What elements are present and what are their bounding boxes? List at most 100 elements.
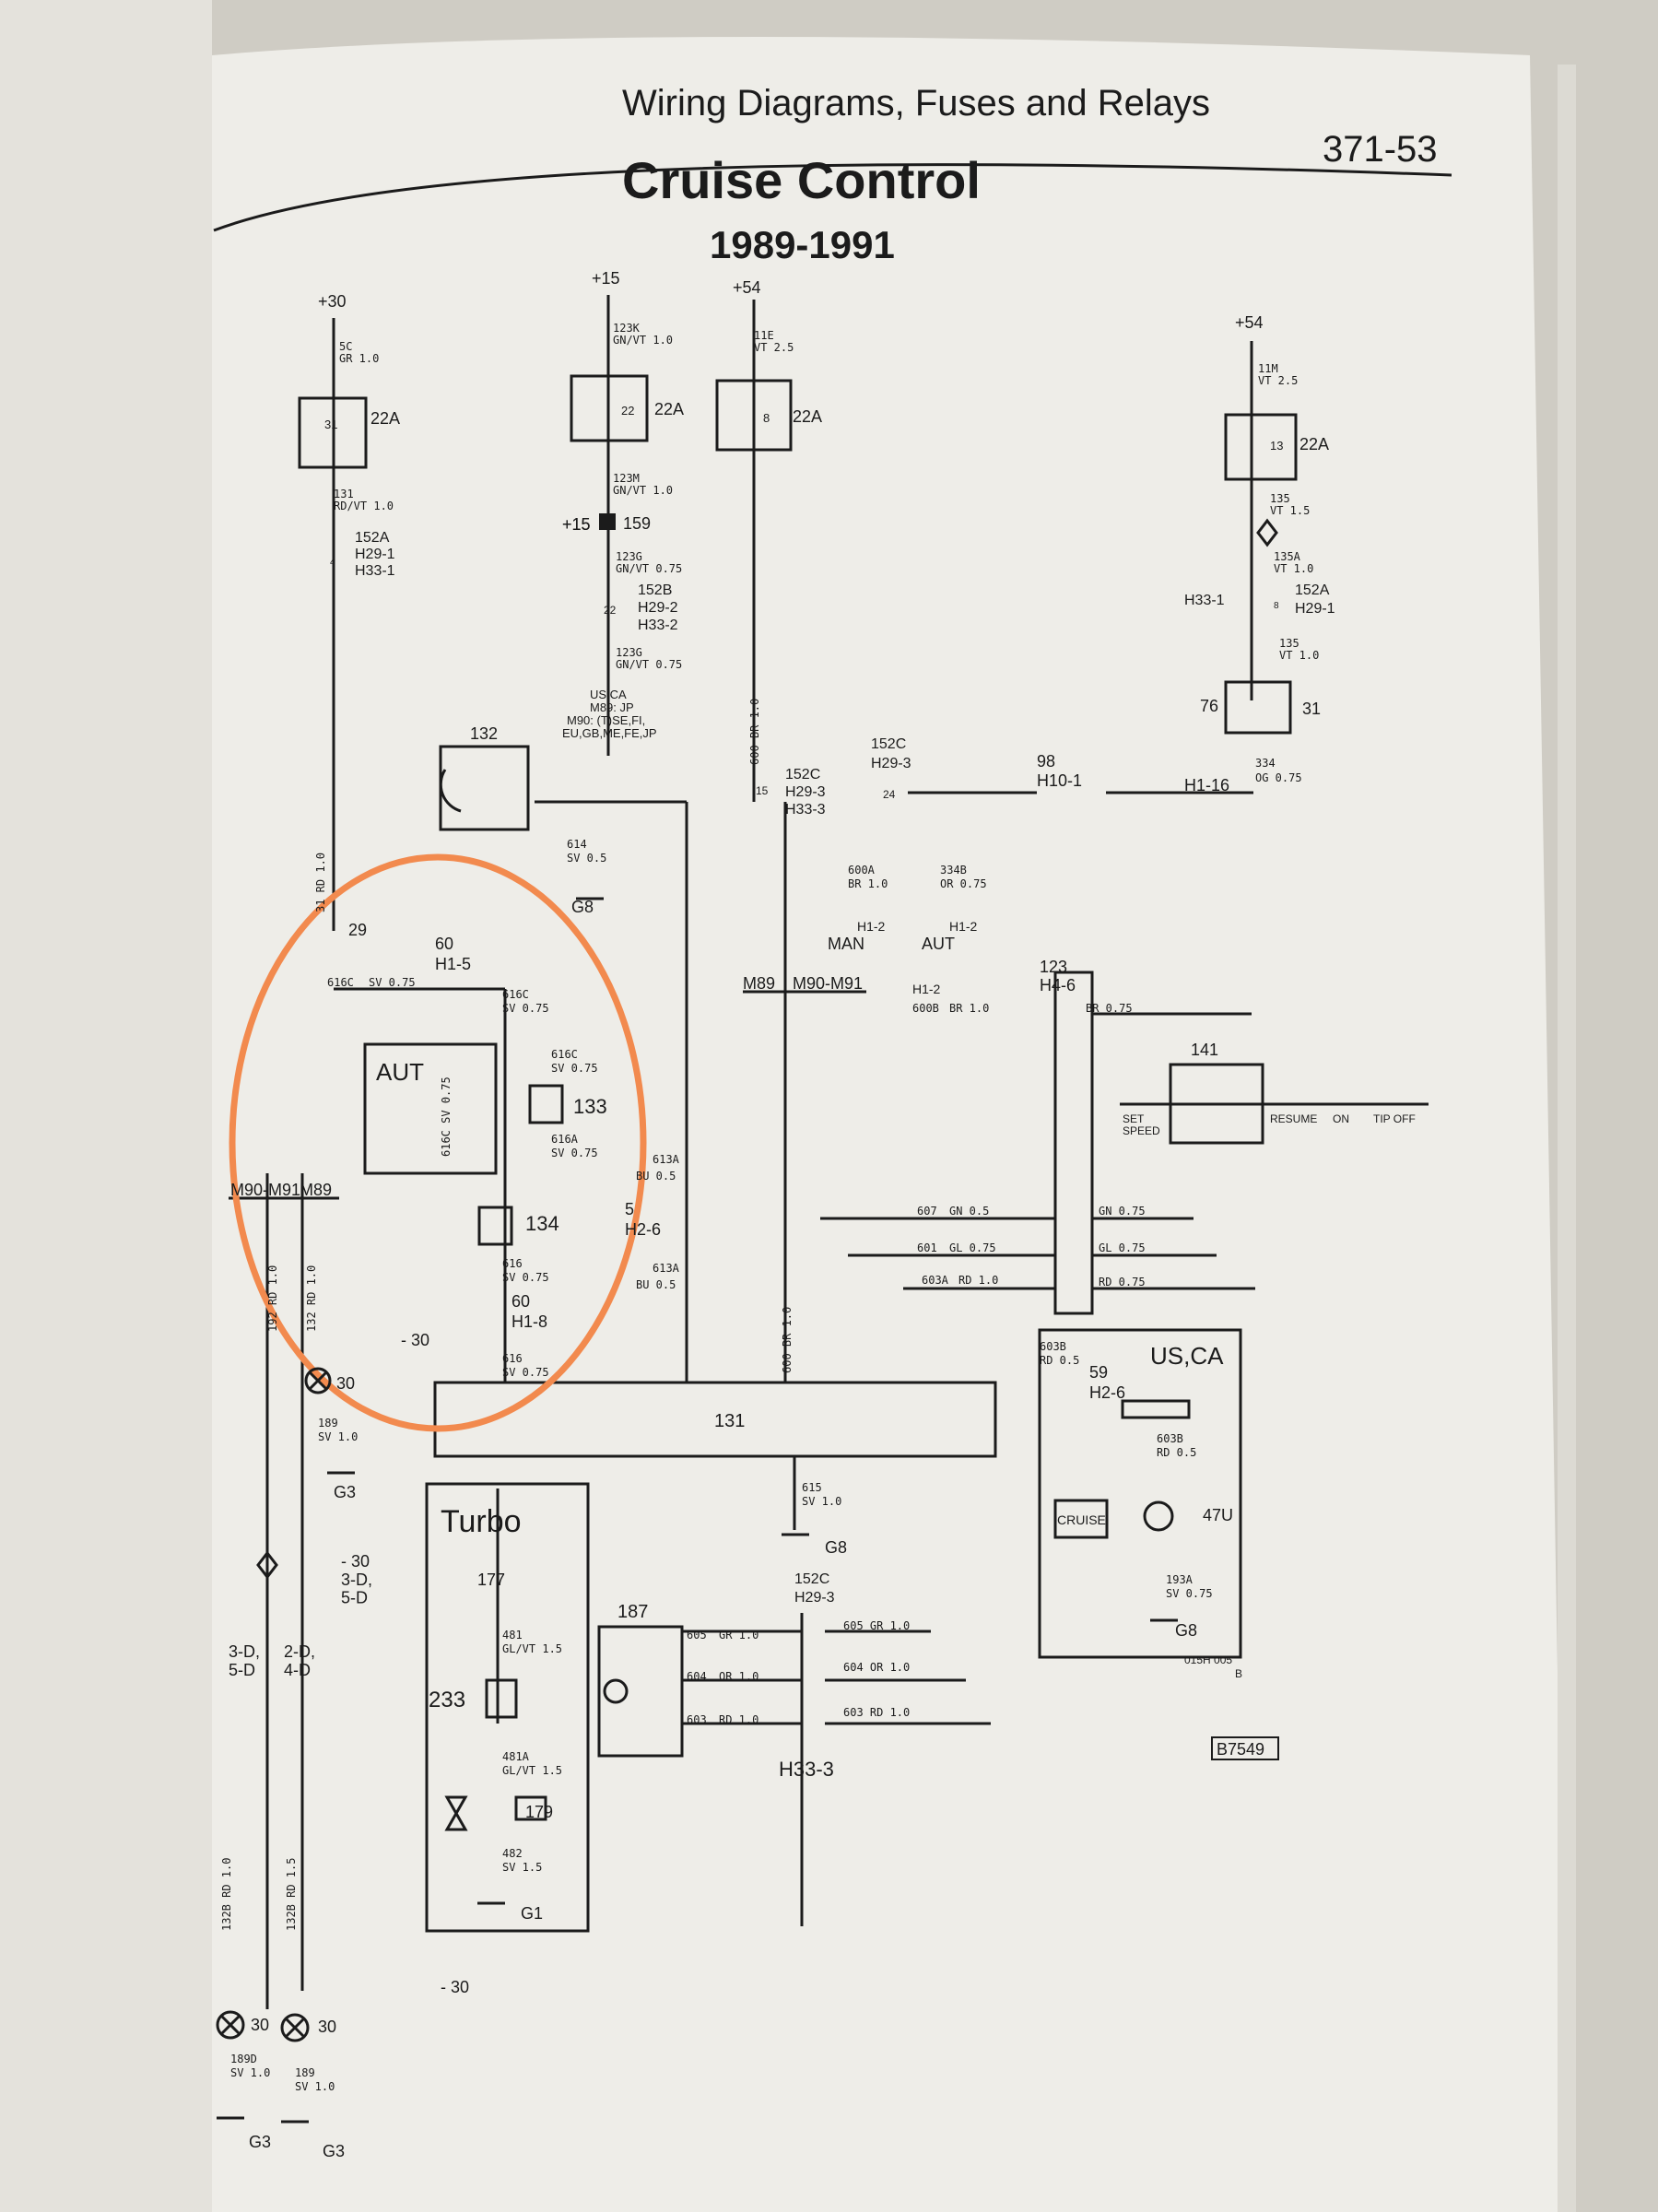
component-76: 76 bbox=[1200, 697, 1218, 715]
vwire-label: 192 RD 1.0 bbox=[266, 1265, 279, 1332]
wire-label: 135A bbox=[1274, 550, 1301, 563]
pair-label: 604 OR 1.0 bbox=[843, 1661, 910, 1674]
wire-labels: 5C GR 1.0 131 RD/VT 1.0 123K GN/VT 1.0 1… bbox=[230, 322, 1319, 2093]
vwire-label: 616C SV 0.75 bbox=[440, 1077, 453, 1157]
wire-label: SV 0.75 bbox=[502, 1002, 549, 1015]
lamp-47u-icon bbox=[1143, 1500, 1174, 1532]
wire-label: GN/VT 1.0 bbox=[613, 334, 673, 347]
vwire-label: 132B RD 1.0 bbox=[220, 1858, 233, 1931]
module-131: 131 bbox=[714, 1411, 745, 1431]
wire-label: 616C bbox=[327, 976, 354, 989]
component-29: 29 bbox=[348, 921, 367, 939]
wire-label: SV 0.75 bbox=[502, 1366, 549, 1379]
wire-label: RD 0.5 bbox=[1157, 1446, 1196, 1459]
ref-code-box bbox=[1211, 1736, 1279, 1760]
dial-132-icon bbox=[439, 769, 462, 813]
header: Wiring Diagrams, Fuses and Relays 371-53… bbox=[213, 83, 1452, 266]
wire-label: GR 1.0 bbox=[339, 352, 379, 365]
variant-note: EU,GB,ME,FE,JP bbox=[562, 726, 657, 740]
wire-label: 123K bbox=[613, 322, 641, 335]
wire-label: GR 1.0 bbox=[719, 1629, 758, 1641]
drawing-code: 015H 005 bbox=[1184, 1653, 1232, 1666]
lamp-30b-icon bbox=[280, 2013, 310, 2042]
wire-label: GL/VT 1.5 bbox=[502, 1642, 562, 1655]
vwire-label: 600 BR 1.0 bbox=[748, 699, 761, 765]
lamp-30-b: 30 bbox=[318, 2018, 336, 2036]
diagram-title: Cruise Control bbox=[622, 151, 981, 209]
connector-pin: 15 bbox=[756, 784, 769, 797]
fuse-2-rating: 22A bbox=[654, 400, 684, 418]
wire-label: 11E bbox=[754, 329, 774, 342]
connector-h1-5: H1-5 bbox=[435, 955, 471, 973]
wire-label: 603B bbox=[1040, 1340, 1066, 1353]
wire-label: 334B bbox=[940, 864, 967, 877]
wire-label: 135 bbox=[1270, 492, 1290, 505]
wire-label: BU 0.5 bbox=[636, 1170, 676, 1182]
wire-label: 131 bbox=[334, 488, 354, 500]
wire-label: 603 bbox=[687, 1713, 707, 1726]
wire-label: GL/VT 1.5 bbox=[502, 1764, 562, 1777]
wire-label: 123M bbox=[613, 472, 640, 485]
ground-g8-right: G8 bbox=[1175, 1621, 1197, 1640]
fuse-3-num: 8 bbox=[763, 411, 770, 425]
ref-minus-30: - 30 bbox=[401, 1331, 429, 1349]
connector-h1-2: H1-2 bbox=[912, 982, 941, 996]
module-131-box bbox=[433, 1381, 997, 1458]
ground-g1: G1 bbox=[521, 1904, 543, 1923]
wire-label: 189 bbox=[318, 1417, 338, 1430]
ref-minus-30-b: - 30 bbox=[441, 1978, 469, 1996]
component-59: 59 bbox=[1089, 1363, 1108, 1382]
rail-15: +15 bbox=[592, 269, 620, 288]
cruise-label: CRUISE bbox=[1057, 1512, 1106, 1527]
component-132: 132 bbox=[470, 724, 498, 743]
wire-label: 600B bbox=[912, 1002, 939, 1015]
wire-label: 604 bbox=[687, 1670, 707, 1683]
lamp-30a-cross2-icon bbox=[219, 2014, 241, 2036]
ground-g3-c: G3 bbox=[323, 2142, 345, 2160]
wire-label: RD 1.0 bbox=[719, 1713, 758, 1726]
resume-label: RESUME bbox=[1270, 1112, 1317, 1125]
component-5: 5 bbox=[625, 1200, 634, 1218]
motor-icon bbox=[603, 1678, 629, 1704]
aut-box bbox=[363, 1042, 498, 1175]
connector-pins: H29-1 bbox=[1295, 601, 1335, 617]
usca-box bbox=[1038, 1328, 1242, 1659]
connector-id: 152B bbox=[638, 582, 672, 598]
ref-code: B7549 bbox=[1217, 1740, 1264, 1759]
component-30: 30 bbox=[336, 1374, 355, 1393]
drawing-rev: B bbox=[1235, 1667, 1242, 1680]
wire-label: SV 1.0 bbox=[230, 2066, 270, 2079]
wire-label: OR 1.0 bbox=[719, 1670, 758, 1683]
aut2-label: AUT bbox=[922, 935, 955, 953]
wire-label: BU 0.5 bbox=[636, 1278, 676, 1291]
wire-label: BR 1.0 bbox=[949, 1002, 989, 1015]
splice-right-icon bbox=[1256, 518, 1278, 547]
connector-pins: H29-3 bbox=[871, 756, 911, 771]
connector-pins: H29-1 bbox=[355, 547, 395, 562]
wire-label: BR 1.0 bbox=[848, 877, 888, 890]
fuse-3-rating: 22A bbox=[793, 407, 822, 426]
fuse-22-box bbox=[570, 374, 649, 442]
section-title: Wiring Diagrams, Fuses and Relays bbox=[622, 83, 1210, 124]
vwire-label: 600 BR 1.0 bbox=[781, 1307, 794, 1373]
pair-label: 603 RD 1.0 bbox=[843, 1706, 910, 1719]
connector-alt: H33-1 bbox=[355, 563, 395, 579]
connector-alt: H33-2 bbox=[638, 618, 678, 633]
connector-pins: H29-3 bbox=[794, 1590, 835, 1606]
connector-59-icon bbox=[1121, 1399, 1191, 1419]
connector-pin: 8 bbox=[1274, 601, 1279, 611]
variant-note: M89: JP bbox=[590, 700, 634, 714]
wire-label: SV 1.0 bbox=[802, 1495, 841, 1508]
vertical-wire-labels: 31 RD 1.0 600 BR 1.0 600 BR 1.0 192 RD 1… bbox=[220, 699, 794, 1931]
wire-label: GN 0.5 bbox=[949, 1205, 989, 1218]
turbo-box bbox=[425, 1482, 590, 1933]
wire-label: 601 bbox=[917, 1241, 937, 1254]
wire-label: 605 bbox=[687, 1629, 707, 1641]
connector-labels: 152A H29-1 H33-1 4 152B H29-2 H33-2 22 1… bbox=[330, 530, 1335, 1606]
wire-label: 603A bbox=[922, 1274, 949, 1287]
ground-g8-top: G8 bbox=[571, 898, 594, 916]
wire-label: VT 1.0 bbox=[1279, 649, 1319, 662]
rail-15-lower: +15 bbox=[562, 515, 591, 534]
color-pair-labels: GN 0.75 GL 0.75 RD 0.75 BR 0.75 605 GR 1… bbox=[843, 1002, 1146, 1719]
